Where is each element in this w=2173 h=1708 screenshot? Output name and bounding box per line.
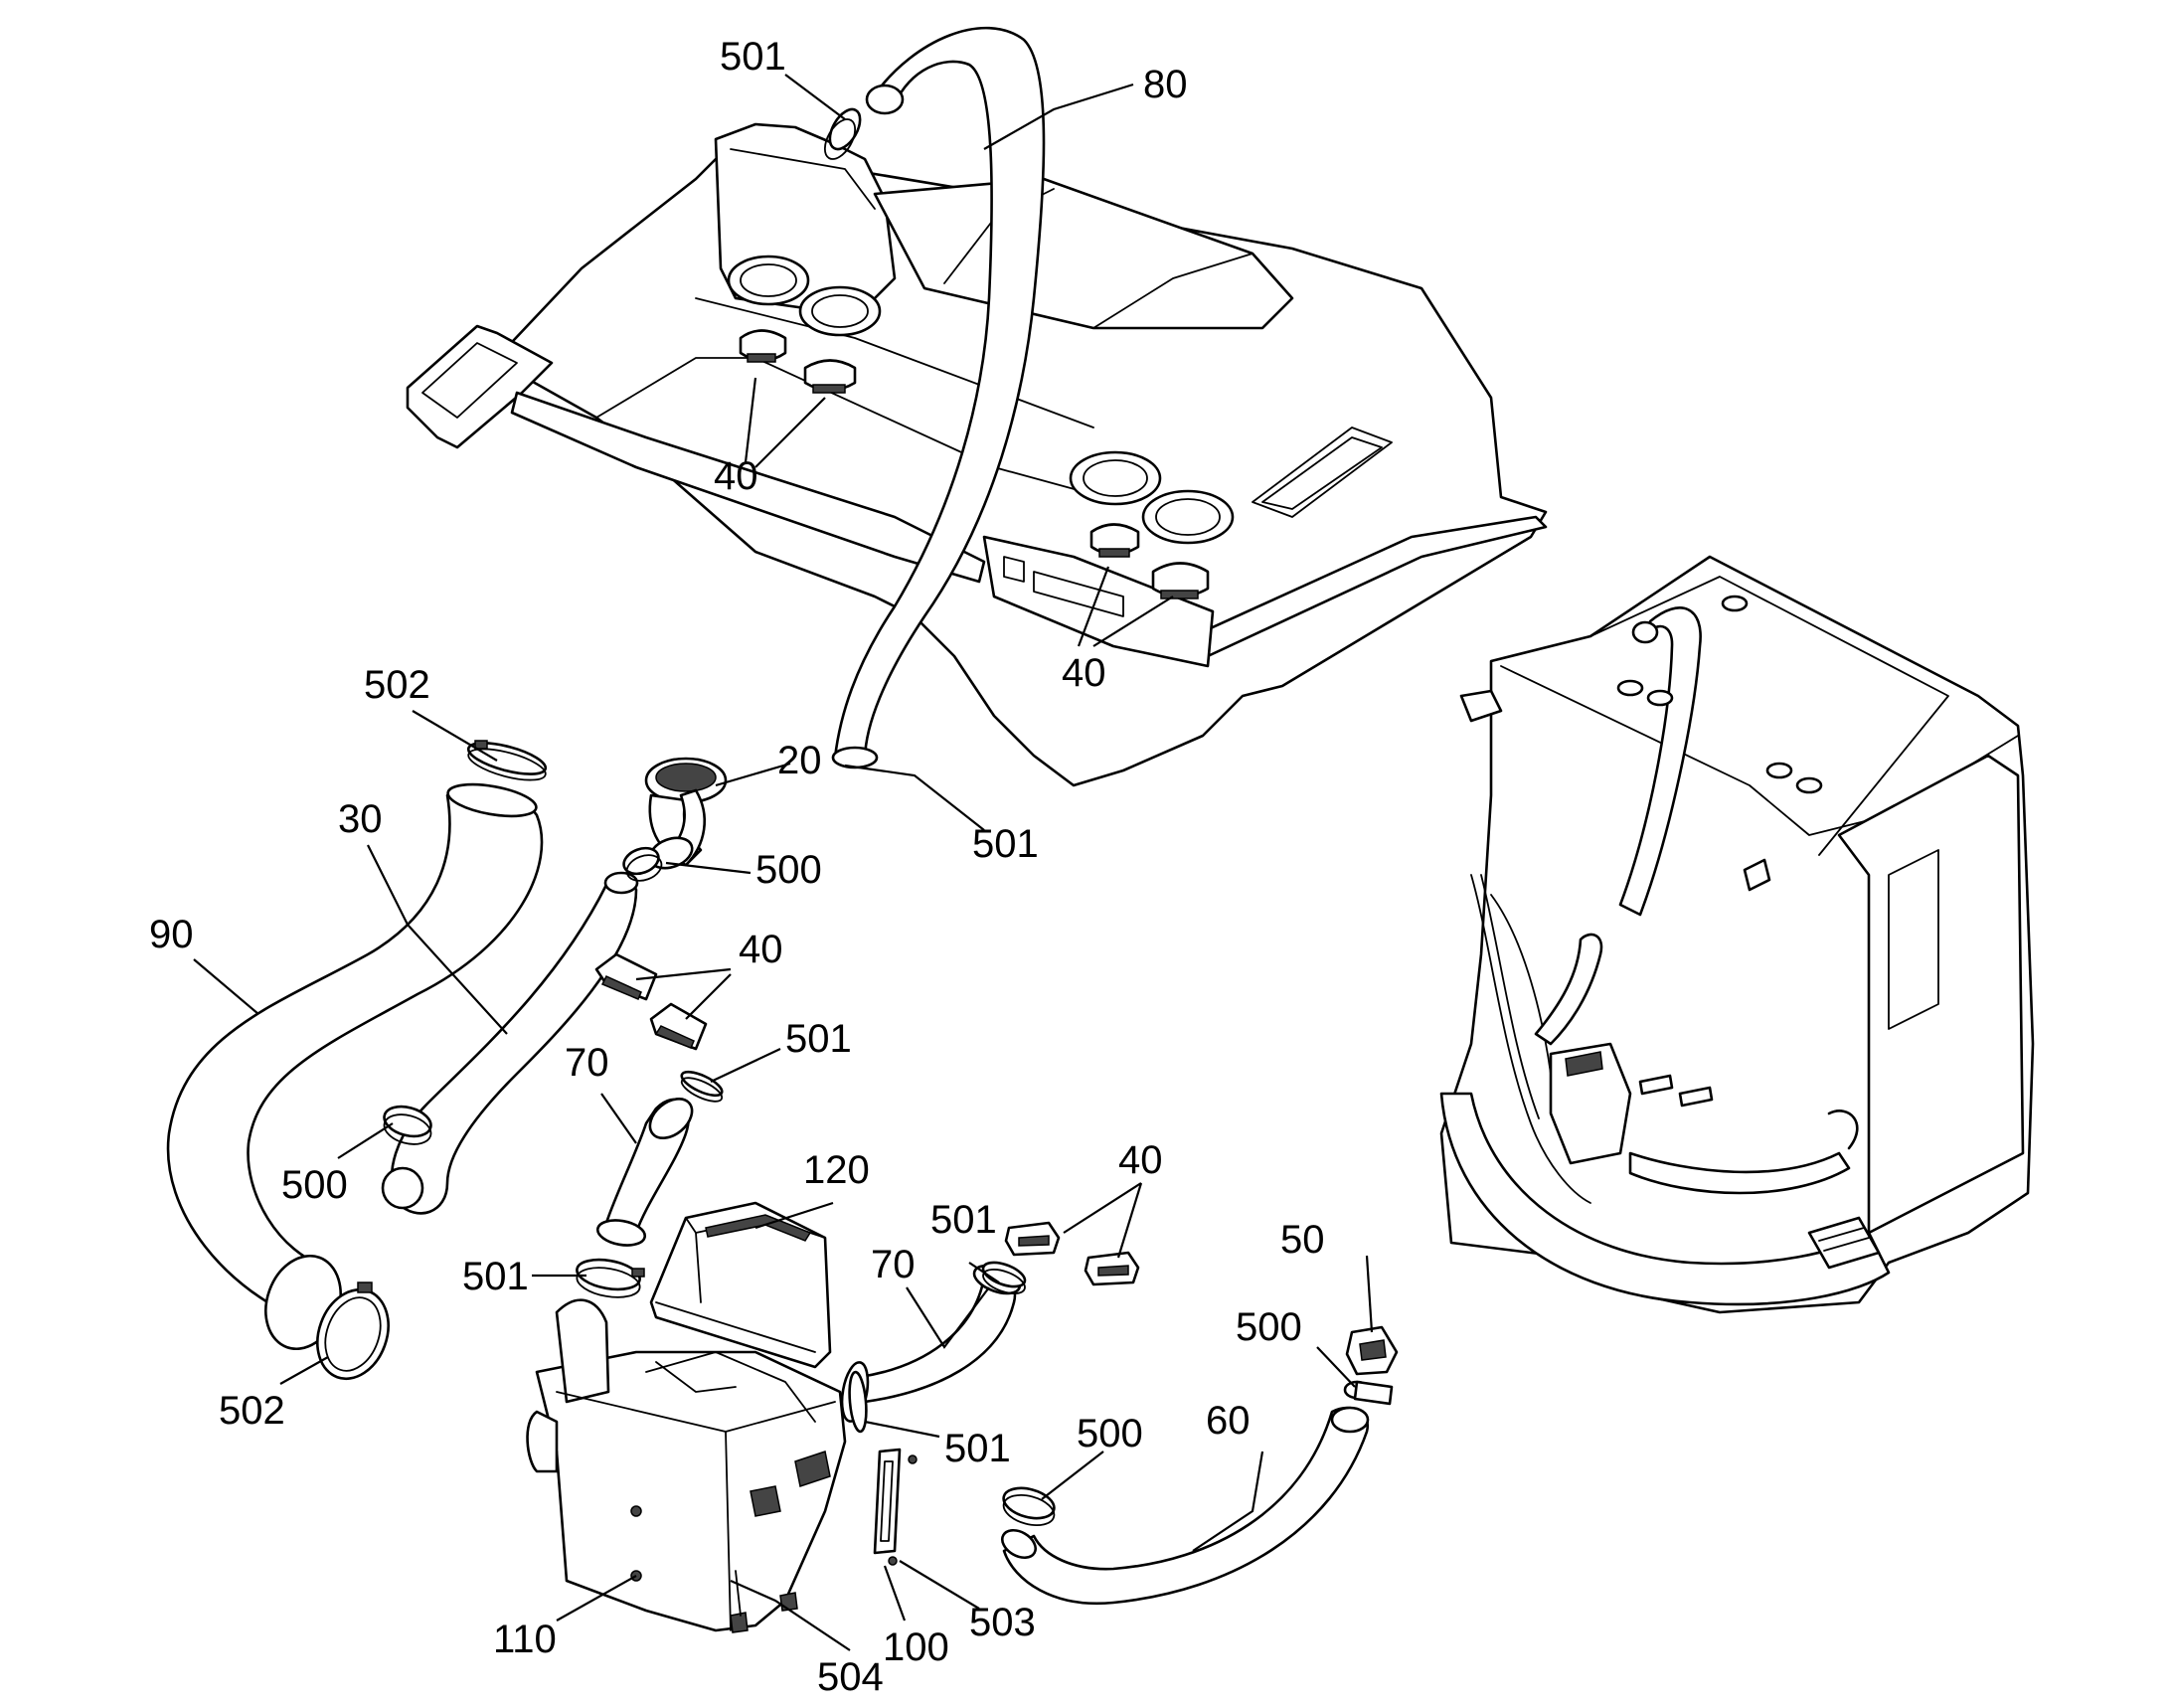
label-80: 80	[1143, 63, 1188, 106]
label-500-right: 500	[1236, 1305, 1302, 1349]
label-500-low: 500	[1077, 1412, 1143, 1455]
label-70-right: 70	[871, 1243, 916, 1286]
label-500-top: 500	[755, 848, 822, 892]
vent-cap-top-1	[739, 329, 787, 363]
label-110: 110	[493, 1618, 557, 1661]
hose-30	[381, 871, 639, 1215]
label-502-bottom: 502	[219, 1389, 285, 1433]
label-120: 120	[803, 1148, 870, 1192]
label-30: 30	[338, 797, 383, 841]
label-504: 504	[817, 1655, 884, 1699]
vent-cap-top-4	[1151, 562, 1210, 599]
roof-duct-housing	[406, 122, 1548, 787]
cab-housing	[1439, 555, 2035, 1314]
clamp-502-top	[466, 740, 548, 781]
clamp-501-top	[823, 107, 862, 160]
hose-70-left	[595, 1097, 694, 1247]
vent-cap-top-3	[1089, 523, 1140, 558]
filter-120	[649, 1201, 832, 1369]
reference-labels: 501 80 40 40 20 501 502 30 500 90 40 501…	[149, 35, 1325, 1699]
clamp-501-left-low	[576, 1258, 645, 1298]
label-20: 20	[777, 739, 822, 782]
label-501-top: 501	[720, 35, 786, 79]
label-501-mid: 501	[972, 822, 1039, 866]
hose-90	[166, 782, 544, 1324]
clamp-501-right-mid	[680, 1070, 724, 1103]
label-500-left: 500	[281, 1163, 348, 1207]
leader-lines	[193, 74, 1374, 1651]
clamp-500-top	[622, 846, 663, 882]
label-40-top-right: 40	[1062, 651, 1106, 695]
label-501-low-a: 501	[930, 1198, 997, 1242]
label-40-top-left: 40	[714, 454, 758, 498]
clamp-500-low	[1002, 1486, 1056, 1527]
connector-50	[1345, 1325, 1399, 1376]
label-40-low: 40	[1118, 1138, 1163, 1182]
vent-cap-low-2	[1084, 1251, 1140, 1286]
label-501-left-low: 501	[462, 1255, 529, 1298]
label-501-low-b: 501	[944, 1427, 1011, 1470]
label-50: 50	[1280, 1218, 1325, 1262]
label-501-right-mid: 501	[785, 1017, 852, 1061]
vent-cap-low-1	[1004, 1221, 1061, 1257]
hose-80	[831, 26, 1046, 769]
vent-cap-top-2	[803, 359, 857, 394]
elbow-20	[644, 757, 728, 870]
bracket-100	[873, 1448, 918, 1566]
vent-cap-mid-2	[649, 1002, 708, 1051]
label-60: 60	[1206, 1399, 1251, 1443]
clamp-501-low-b	[848, 1370, 868, 1434]
clamp-502-bottom	[264, 1254, 390, 1381]
label-503: 503	[969, 1601, 1036, 1644]
clamp-500-right	[1343, 1380, 1394, 1406]
label-90: 90	[149, 913, 194, 956]
label-502-top: 502	[364, 663, 430, 707]
vent-cap-mid-1	[594, 952, 658, 1001]
label-100: 100	[883, 1625, 949, 1669]
clamp-501-low-a	[981, 1261, 1027, 1294]
housing-110	[526, 1298, 847, 1633]
label-40-mid: 40	[739, 928, 783, 971]
clamp-500-left	[383, 1105, 432, 1145]
label-70-left: 70	[565, 1041, 609, 1085]
hose-60	[1000, 1406, 1370, 1606]
